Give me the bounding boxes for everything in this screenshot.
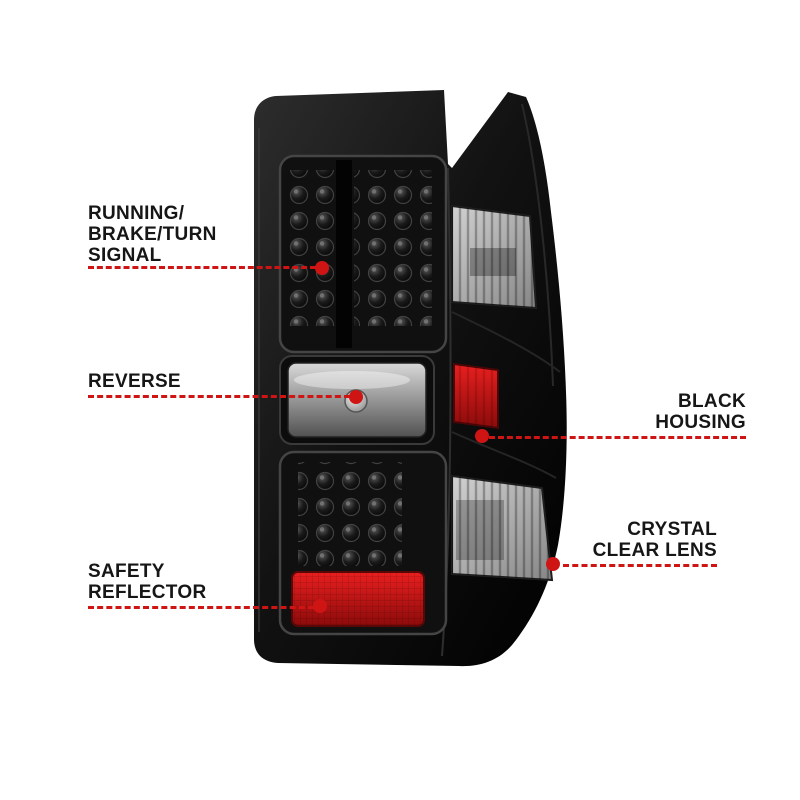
side-marker-bottom <box>451 474 554 582</box>
callout-line <box>489 436 746 439</box>
safety-reflector <box>291 571 425 627</box>
callout-line <box>88 395 350 398</box>
upper-led-section <box>278 154 448 354</box>
callout-dot <box>315 261 329 275</box>
side-marker-top <box>451 204 538 310</box>
callout-label-crystal-clear-lens: CRYSTAL CLEAR LENS <box>580 519 717 561</box>
callout-text: CRYSTAL <box>627 519 717 540</box>
callout-text: HOUSING <box>655 412 746 433</box>
callout-dot <box>313 599 327 613</box>
callout-text: SIGNAL <box>88 245 162 266</box>
lower-led-section <box>278 450 448 636</box>
callout-line <box>563 564 717 567</box>
callout-text: REFLECTOR <box>88 582 207 603</box>
callout-text: SAFETY <box>88 561 165 582</box>
callout-text: CLEAR LENS <box>592 540 717 561</box>
callout-text: BRAKE/TURN <box>88 224 217 245</box>
callout-label-reverse: REVERSE <box>88 371 181 392</box>
callout-label-safety-reflector: SAFETY REFLECTOR <box>88 561 206 603</box>
callout-dot <box>475 429 489 443</box>
callout-text: BLACK <box>678 391 746 412</box>
side-reflector <box>453 362 499 430</box>
callout-line <box>88 606 314 609</box>
callout-label-black-housing: BLACK HOUSING <box>610 391 746 433</box>
callout-dot <box>349 390 363 404</box>
callout-label-running-brake-turn-signal: RUNNING/ BRAKE/TURN SIGNAL <box>88 203 217 266</box>
callout-text: REVERSE <box>88 371 181 392</box>
callout-line <box>88 266 316 269</box>
callout-text: RUNNING/ <box>88 203 185 224</box>
callout-dot <box>546 557 560 571</box>
